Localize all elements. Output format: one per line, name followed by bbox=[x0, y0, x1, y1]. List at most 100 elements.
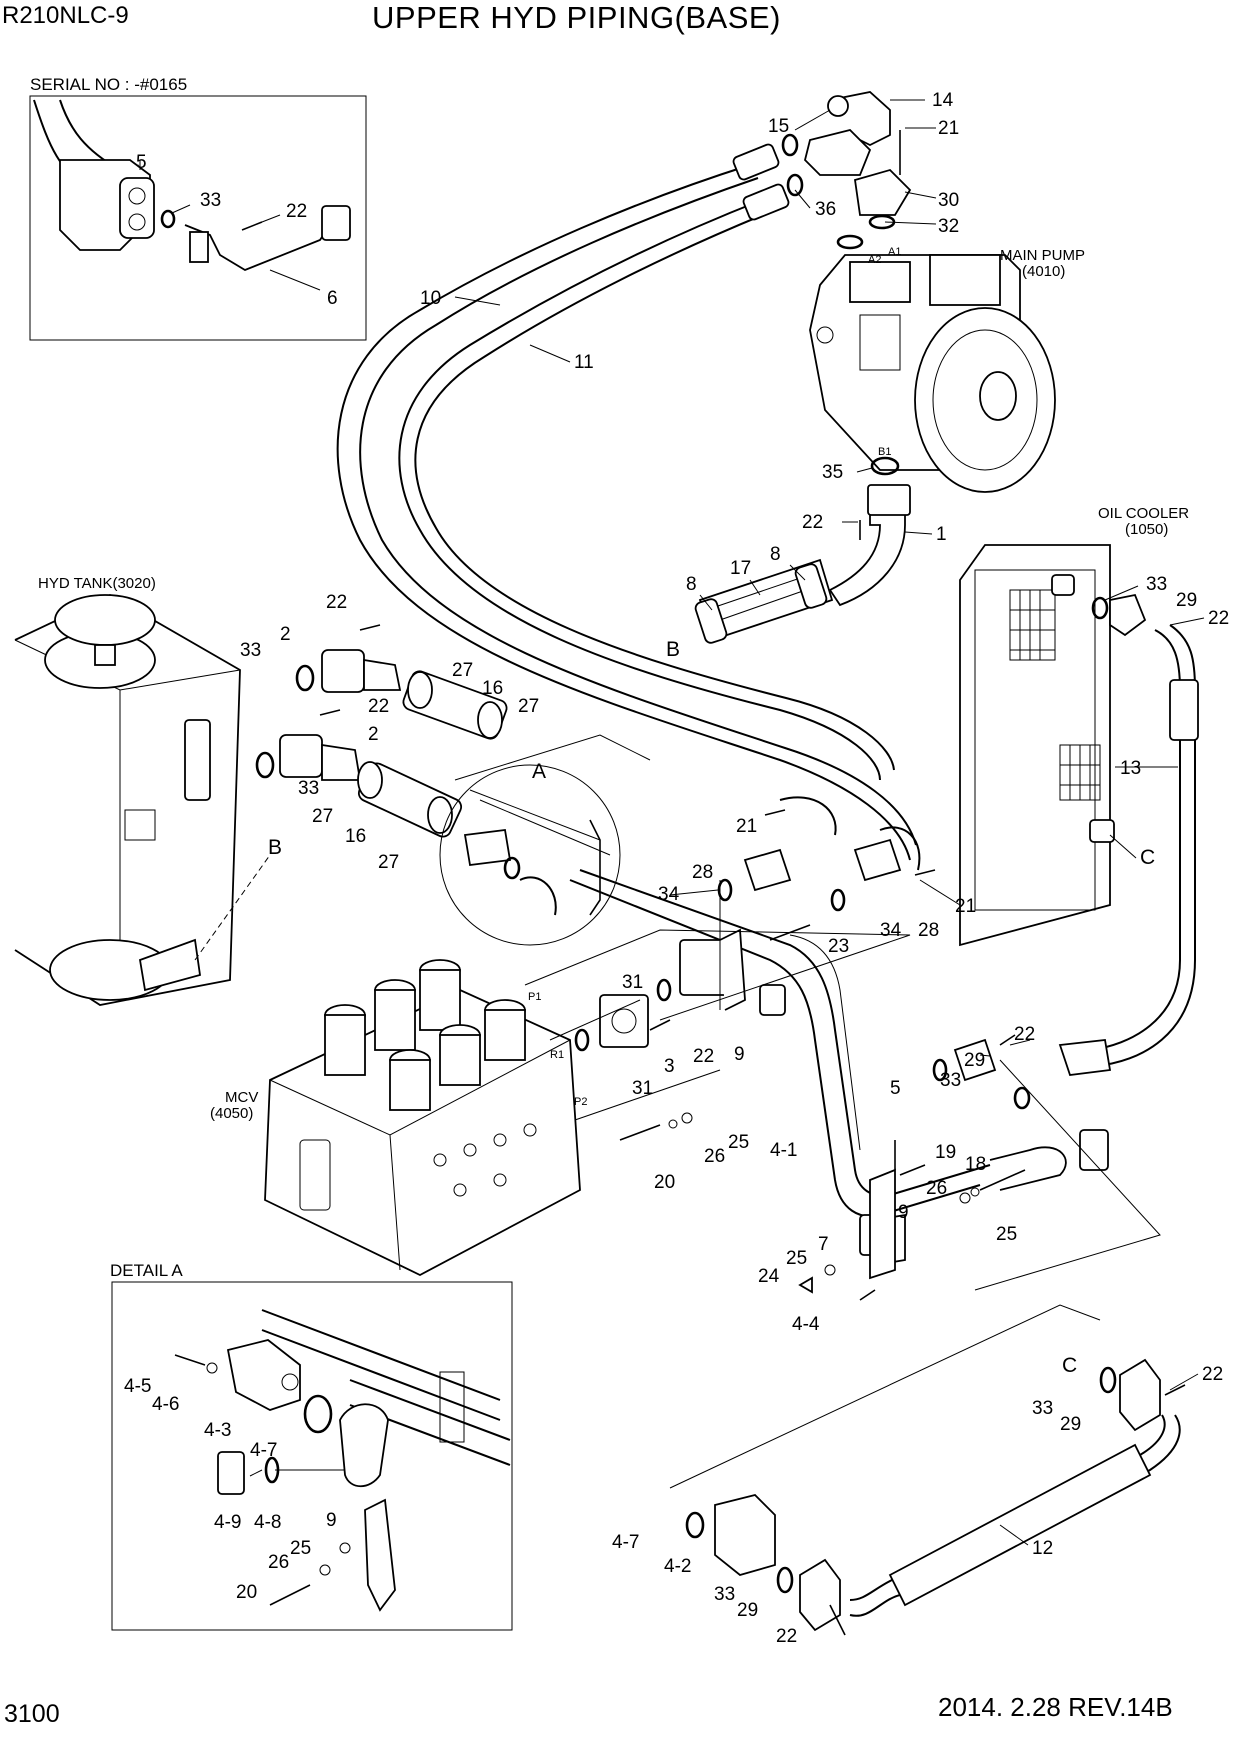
leader-line bbox=[1169, 1373, 1199, 1391]
washer-25-detail bbox=[339, 1542, 351, 1554]
callout-33-lower: 33 bbox=[298, 778, 319, 799]
callout-inset-33: 33 bbox=[200, 190, 221, 211]
clamp-27-lower-b bbox=[427, 796, 453, 834]
mcv-spools bbox=[324, 959, 526, 1111]
callout-33-hose12-left: 33 bbox=[714, 1584, 735, 1605]
detail-a-pipes bbox=[469, 789, 611, 856]
callout-22-cooler: 22 bbox=[1208, 608, 1229, 629]
drawing-stroke bbox=[523, 1123, 537, 1137]
pump-flange-ring bbox=[932, 329, 1038, 471]
washer-25-right bbox=[959, 1192, 971, 1204]
washer-4-6 bbox=[206, 1362, 218, 1374]
callout-16-lower: 16 bbox=[345, 826, 366, 847]
callout-22-hose12-left: 22 bbox=[776, 1626, 797, 1647]
callout-21-top: 21 bbox=[938, 118, 959, 139]
pump-port-b1: B1 bbox=[878, 446, 891, 458]
leader-line bbox=[454, 296, 501, 306]
o-ring-33-mid bbox=[932, 1058, 948, 1082]
elbow-detail bbox=[339, 1403, 389, 1488]
adapter-4-2 bbox=[714, 1494, 776, 1576]
callout-21-right: 21 bbox=[955, 896, 976, 917]
leader-line bbox=[794, 109, 831, 131]
washer-26-detail bbox=[319, 1564, 331, 1576]
callout-detail-25: 25 bbox=[290, 1538, 311, 1559]
leader-line bbox=[884, 221, 937, 225]
callout-19: 19 bbox=[935, 1142, 956, 1163]
tank-suction-pipe bbox=[138, 938, 202, 992]
flange-3-port bbox=[611, 1008, 637, 1034]
callout-4-7: 4-7 bbox=[612, 1532, 639, 1553]
mcv-port-p1: P1 bbox=[528, 991, 541, 1003]
serial-inset-frame bbox=[29, 95, 367, 341]
bolt-22-lower bbox=[319, 709, 341, 716]
hose-12-outer bbox=[849, 1414, 1181, 1617]
bracket-9-upper bbox=[719, 928, 746, 1011]
washer-25 bbox=[681, 1112, 693, 1124]
bolt-20 bbox=[619, 1124, 661, 1141]
bolt-22-hose12-left bbox=[829, 1604, 846, 1636]
callout-12: 12 bbox=[1032, 1538, 1053, 1559]
hyd-tank-label: HYD TANK(3020) bbox=[38, 575, 156, 592]
detail-a-flange bbox=[463, 828, 512, 867]
plug-4-9 bbox=[217, 1451, 245, 1495]
bolt-22-mid bbox=[999, 1034, 1016, 1046]
cooler-mesh-bottom bbox=[1059, 744, 1101, 801]
washer-25-left bbox=[824, 1264, 836, 1276]
drawing-stroke bbox=[249, 1469, 263, 1477]
drawing-stroke bbox=[374, 989, 416, 1051]
leader-line bbox=[904, 531, 933, 535]
drawing-stroke bbox=[974, 1059, 1161, 1291]
nut-24 bbox=[798, 1276, 813, 1294]
drawing-stroke bbox=[433, 1153, 447, 1167]
bolt-22-upper bbox=[359, 624, 381, 631]
pump-valve-block bbox=[849, 261, 911, 303]
suction-flange bbox=[867, 484, 911, 516]
detail-a-title: DETAIL A bbox=[110, 1261, 183, 1280]
o-ring-33-lower bbox=[255, 751, 275, 779]
leader-line bbox=[1104, 585, 1139, 601]
callout-8-left: 8 bbox=[686, 574, 697, 595]
callout-18: 18 bbox=[965, 1154, 986, 1175]
hose-clamp-8-right bbox=[794, 563, 828, 609]
oil-cooler-code: (1050) bbox=[1125, 521, 1168, 538]
callout-33-hose12-right: 33 bbox=[1032, 1398, 1053, 1419]
drawing-stroke bbox=[419, 969, 461, 1031]
callout-27-lower-b: 27 bbox=[378, 852, 399, 873]
drawing-stroke bbox=[669, 1304, 1101, 1489]
drawing-stroke bbox=[454, 734, 651, 781]
callouts: 5 33 22 6 14 21 15 36 30 32 10 11 35 22 … bbox=[124, 90, 1229, 1647]
o-ring-33-cooler bbox=[1091, 596, 1109, 620]
o-ring-34-left bbox=[717, 878, 733, 902]
page-title: UPPER HYD PIPING(BASE) bbox=[372, 0, 781, 35]
callout-11: 11 bbox=[574, 352, 594, 373]
pump-case bbox=[859, 314, 901, 371]
detail-a-ring bbox=[503, 856, 521, 880]
o-ring-33-hose12-right bbox=[1099, 1366, 1117, 1394]
callout-28-left: 28 bbox=[692, 862, 713, 883]
hose-13-inner bbox=[1094, 624, 1196, 1067]
clamp-27-upper-a bbox=[407, 671, 433, 709]
callout-10: 10 bbox=[420, 288, 441, 309]
drawing-stroke bbox=[524, 929, 911, 1021]
detail-a-frame bbox=[111, 1281, 513, 1631]
callout-28-right: 28 bbox=[918, 920, 939, 941]
leader-line bbox=[904, 191, 937, 199]
elbow-14-end bbox=[827, 95, 849, 117]
split-flange-28-left bbox=[743, 848, 792, 892]
flange-4-3 bbox=[226, 1339, 301, 1411]
o-ring-36 bbox=[786, 173, 804, 197]
ref-line-b bbox=[194, 854, 271, 961]
o-ring-35 bbox=[870, 456, 900, 476]
tank-filler bbox=[54, 594, 156, 646]
callout-13: 13 bbox=[1120, 758, 1141, 779]
pipe-end-bend bbox=[989, 1146, 1067, 1191]
leader-line bbox=[794, 189, 811, 209]
callout-detail-26: 26 bbox=[268, 1552, 289, 1573]
hose-10-fitting bbox=[732, 143, 780, 181]
callout-4-1: 4-1 bbox=[770, 1140, 797, 1161]
callout-25-left: 25 bbox=[786, 1248, 807, 1269]
callout-29-hose12-right: 29 bbox=[1060, 1414, 1081, 1435]
pump-port-a2: A2 bbox=[868, 254, 881, 266]
mcv-port-p2: P2 bbox=[574, 1096, 587, 1108]
drawing-stroke bbox=[171, 204, 191, 214]
